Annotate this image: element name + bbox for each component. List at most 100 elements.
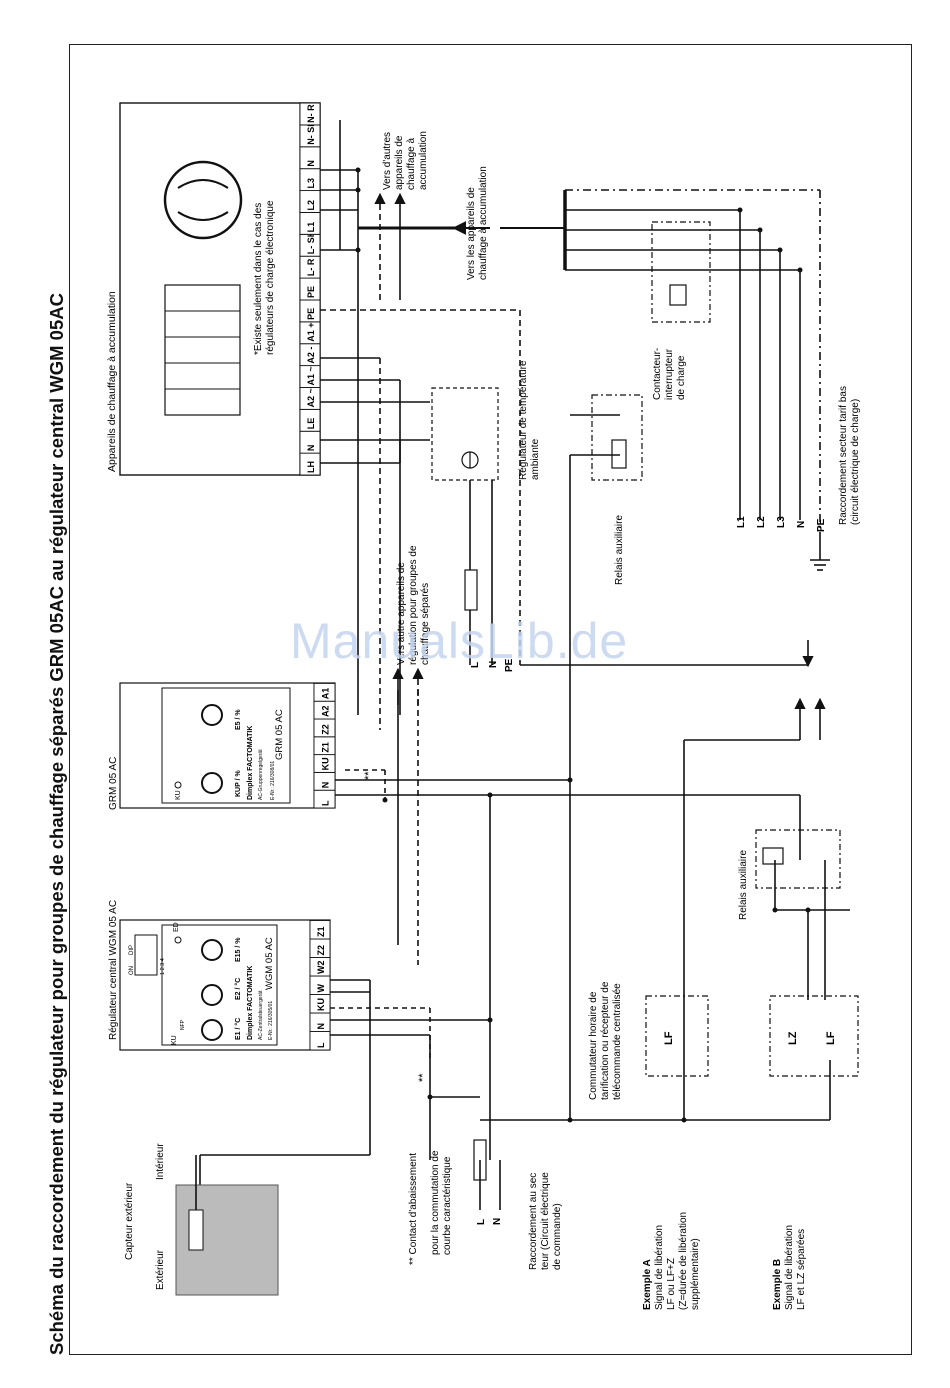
label-lz: LZ [787, 1031, 799, 1045]
label-exterieur: Extérieur [155, 1249, 166, 1290]
wgm-terminal-label: Z2 [316, 945, 326, 956]
label-sec-1: Raccordement au sec [528, 1173, 539, 1270]
label-exA-1: Signal de libération [654, 1225, 665, 1310]
label-relais-aux: Relais auxiliaire [614, 515, 625, 585]
wgm-dip-label: DIP [129, 945, 135, 955]
grm-05ac-device: GRM 05 AC GRM 05 AC Dimplex FACTOMATIK A… [108, 682, 336, 810]
heater-terminal-label: A1 + [306, 322, 316, 341]
grm-terminal-label: Z1 [321, 742, 331, 753]
mains-label: L2 [756, 516, 767, 528]
label-lf: LF [663, 1031, 675, 1045]
grm-ku-label: KU [175, 790, 182, 800]
label-vers-appareils-1: Vers les appareils de [466, 187, 477, 280]
label-contact-2: pour la commutation de [430, 1150, 441, 1255]
heater-terminal-label: LE [306, 418, 316, 430]
label-L-mid: L [470, 662, 481, 668]
label-exA-3: (Z=durée de libération [678, 1212, 689, 1310]
label-commutateur-2: tarification ou récepteur de [600, 981, 611, 1100]
wgm-brand: Dimplex FACTOMATIK [247, 966, 254, 1040]
wgm-terminal-label: KU [316, 998, 326, 1011]
mains-label: L1 [736, 516, 747, 528]
label-sec-3: de commande) [552, 1203, 563, 1270]
grm-terminal-label: N [321, 782, 331, 789]
wgm-dip-nums: 1 2 3 4 [160, 958, 166, 975]
label-regulateur-temp-2: ambiante [530, 438, 541, 480]
label-vers-autres-2: appareils de [394, 135, 405, 190]
wgm-label: Régulateur central WGM 05 AC [108, 900, 119, 1040]
mains-label: L3 [776, 516, 787, 528]
grm-knob2-label: E5 / % [235, 709, 242, 730]
wgm-05ac-device: Régulateur central WGM 05 AC WGM 05 AC D… [108, 900, 331, 1051]
label-exB-title: Exemple B [772, 1259, 783, 1310]
label-contact-1: ** Contact d'abaissement [408, 1153, 419, 1265]
label-N-mid: N [488, 661, 499, 668]
label-regulateur-temp-1: Régulateur de température [518, 360, 529, 480]
label-exA-4: supplémentaire) [690, 1238, 701, 1310]
diagram-labels: Vers d'autres appareils de chauffage à a… [124, 131, 861, 1310]
wgm-knob-e15-icon [201, 939, 223, 961]
heater-footnote-2: régulateurs de charge électronique [265, 200, 276, 355]
label-contact-3: courbe caractéristique [442, 1156, 453, 1255]
wgm-enr: E-Nr.: 216/305/01 [268, 1001, 274, 1040]
storage-heater: Appareils de chauffage à accumulation *E… [106, 102, 321, 476]
diagram-frame [69, 44, 912, 1355]
label-capteur: Capteur extérieur [124, 1182, 135, 1260]
heater-terminal-label: L1 [306, 222, 316, 233]
label-commutateur-1: Commutateur horaire de [588, 991, 599, 1100]
label-contacteur-2: interrupteur [664, 348, 675, 400]
wgm-terminal-label: Z1 [316, 926, 326, 937]
grm-terminal-label: KU [321, 757, 331, 770]
wgm-model: WGM 05 AC [264, 937, 275, 990]
heater-terminal-label: LH [306, 461, 316, 473]
label-star2b: ** [363, 771, 375, 780]
wgm-terminal-label: L [316, 1042, 326, 1048]
label-sec-2: teur (Circuit électrique [540, 1172, 551, 1270]
heater-footnote-1: *Existe seulement dans le cas des [253, 203, 264, 355]
label-relais-aux-2: Relais auxiliaire [738, 850, 749, 920]
label-vers-autres-1: Vers d'autres [382, 132, 393, 190]
label-vers-autres-4: accumulation [418, 131, 429, 190]
wgm-knob3-label: E15 / % [235, 937, 242, 962]
grm-knob-kup-icon [201, 772, 223, 794]
label-lf-b: LF [825, 1031, 837, 1045]
label-exB-1: Signal de libération [784, 1225, 795, 1310]
label-interieur: Intérieur [155, 1143, 166, 1180]
label-exA-2: LF ou LF+Z [666, 1258, 677, 1310]
heater-terminal-label: L3 [306, 178, 316, 189]
grm-terminal-label: Z2 [321, 724, 331, 735]
wgm-knob-e2-icon [201, 984, 223, 1006]
heater-terminal-label: N [306, 160, 316, 167]
label-vers-appareils-2: chauffage à accumulation [478, 166, 489, 280]
label-N: N [492, 1218, 503, 1225]
wgm-knob2-label: E2 / °C [234, 978, 242, 1000]
wgm-ku-label: KU [171, 1035, 178, 1045]
wgm-knob1-label: E1 / °C [234, 1018, 242, 1040]
wgm-terminal-label: N [316, 1023, 326, 1030]
heater-terminal-label: PE [306, 308, 316, 320]
heating-element-icon [164, 284, 241, 416]
label-vers-autre-reg-2: régulation pour groupes de [408, 545, 419, 665]
grm-brand: Dimplex FACTOMATIK [247, 726, 254, 800]
heater-terminal-label: A2 - [306, 347, 316, 364]
wgm-ed-label: ED [173, 922, 180, 932]
heater-terminal-label: PE [306, 286, 316, 298]
label-vers-autre-reg-3: chauffage séparés [420, 583, 431, 665]
wiring [175, 120, 859, 1296]
grm-knob-e5-icon [201, 704, 223, 726]
wgm-terminal-box [309, 920, 331, 940]
grm-ku-led-icon [174, 781, 182, 789]
mains-label: N [796, 521, 807, 528]
label-contacteur-3: de charge [676, 355, 687, 400]
grm-terminal-label: A2 [321, 705, 331, 717]
heater-title: Appareils de chauffage à accumulation [106, 291, 118, 472]
label-vers-autre-reg-1: Vers autre appareils de [396, 562, 407, 665]
label-star2: ** [417, 1073, 429, 1082]
heater-terminal-label: L- R [306, 258, 316, 276]
grm-subtitle: AC-Gruppenregelgerät [258, 749, 264, 800]
wgm-terminal-label: W2 [316, 961, 326, 975]
label-PE-mid: PE [504, 658, 515, 672]
grm-enr: E-Nr.: 216/308/01 [270, 761, 276, 800]
label-raccordement-1: Raccordement secteur tarif bas [838, 386, 849, 525]
grm-terminal-box [313, 682, 336, 702]
